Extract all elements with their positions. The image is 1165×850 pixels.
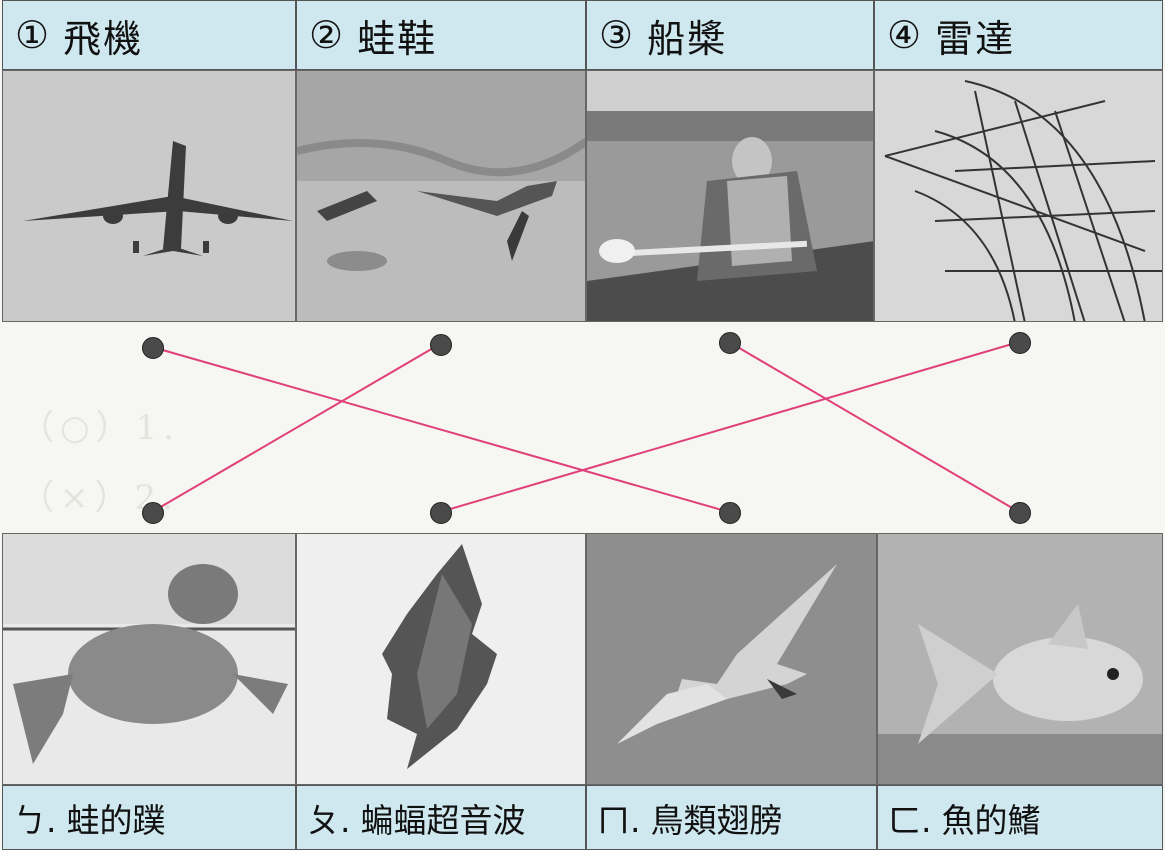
top-dot-4[interactable] bbox=[1009, 332, 1031, 354]
bottom-dot-3[interactable] bbox=[719, 502, 741, 524]
item-code: ㄈ. bbox=[888, 800, 932, 840]
top-dot-2[interactable] bbox=[430, 334, 452, 356]
item-label: 飛機 bbox=[63, 16, 144, 61]
match-line bbox=[151, 343, 441, 513]
bottom-item-4: ㄈ. 魚的鰭 bbox=[877, 785, 1163, 850]
fins-photo bbox=[296, 70, 586, 322]
item-label: 蛙的蹼 bbox=[66, 800, 166, 840]
frog-photo bbox=[2, 533, 296, 785]
match-line bbox=[151, 346, 730, 513]
top-dot-1[interactable] bbox=[142, 337, 164, 359]
item-code: ㄇ. bbox=[597, 800, 641, 840]
bat-photo bbox=[296, 533, 586, 785]
item-label: 魚的鰭 bbox=[941, 800, 1041, 840]
top-item-3: ③ 船槳 bbox=[586, 0, 874, 70]
top-dot-3[interactable] bbox=[719, 332, 741, 354]
radar-photo bbox=[874, 70, 1163, 322]
bleed-text: （○）1. bbox=[20, 408, 181, 448]
airplane-photo bbox=[2, 70, 296, 322]
bottom-item-1: ㄅ. 蛙的蹼 bbox=[2, 785, 296, 850]
top-item-1: ① 飛機 bbox=[2, 0, 296, 70]
bottom-item-2: ㄆ. 蝙蝠超音波 bbox=[296, 785, 586, 850]
bottom-dot-2[interactable] bbox=[430, 502, 452, 524]
item-number: ④ bbox=[887, 13, 922, 57]
item-code: ㄆ. bbox=[307, 800, 351, 840]
item-code: ㄅ. bbox=[13, 800, 57, 840]
item-label: 鳥類翅膀 bbox=[650, 800, 783, 840]
item-label: 蛙鞋 bbox=[357, 16, 438, 61]
item-number: ② bbox=[309, 13, 344, 57]
bottom-dot-4[interactable] bbox=[1009, 502, 1031, 524]
item-label: 船槳 bbox=[647, 16, 728, 61]
item-label: 雷達 bbox=[935, 16, 1016, 61]
bottom-dot-1[interactable] bbox=[142, 502, 164, 524]
item-number: ① bbox=[15, 13, 50, 57]
goldfish-photo bbox=[877, 533, 1163, 785]
gull-photo bbox=[586, 533, 877, 785]
item-number: ③ bbox=[599, 13, 634, 57]
bottom-item-3: ㄇ. 鳥類翅膀 bbox=[586, 785, 877, 850]
top-item-2: ② 蛙鞋 bbox=[296, 0, 586, 70]
match-line bbox=[728, 341, 1020, 513]
item-label: 蝙蝠超音波 bbox=[360, 800, 526, 840]
top-item-4: ④ 雷達 bbox=[874, 0, 1163, 70]
oar-photo bbox=[586, 70, 874, 322]
match-line bbox=[439, 341, 1020, 513]
